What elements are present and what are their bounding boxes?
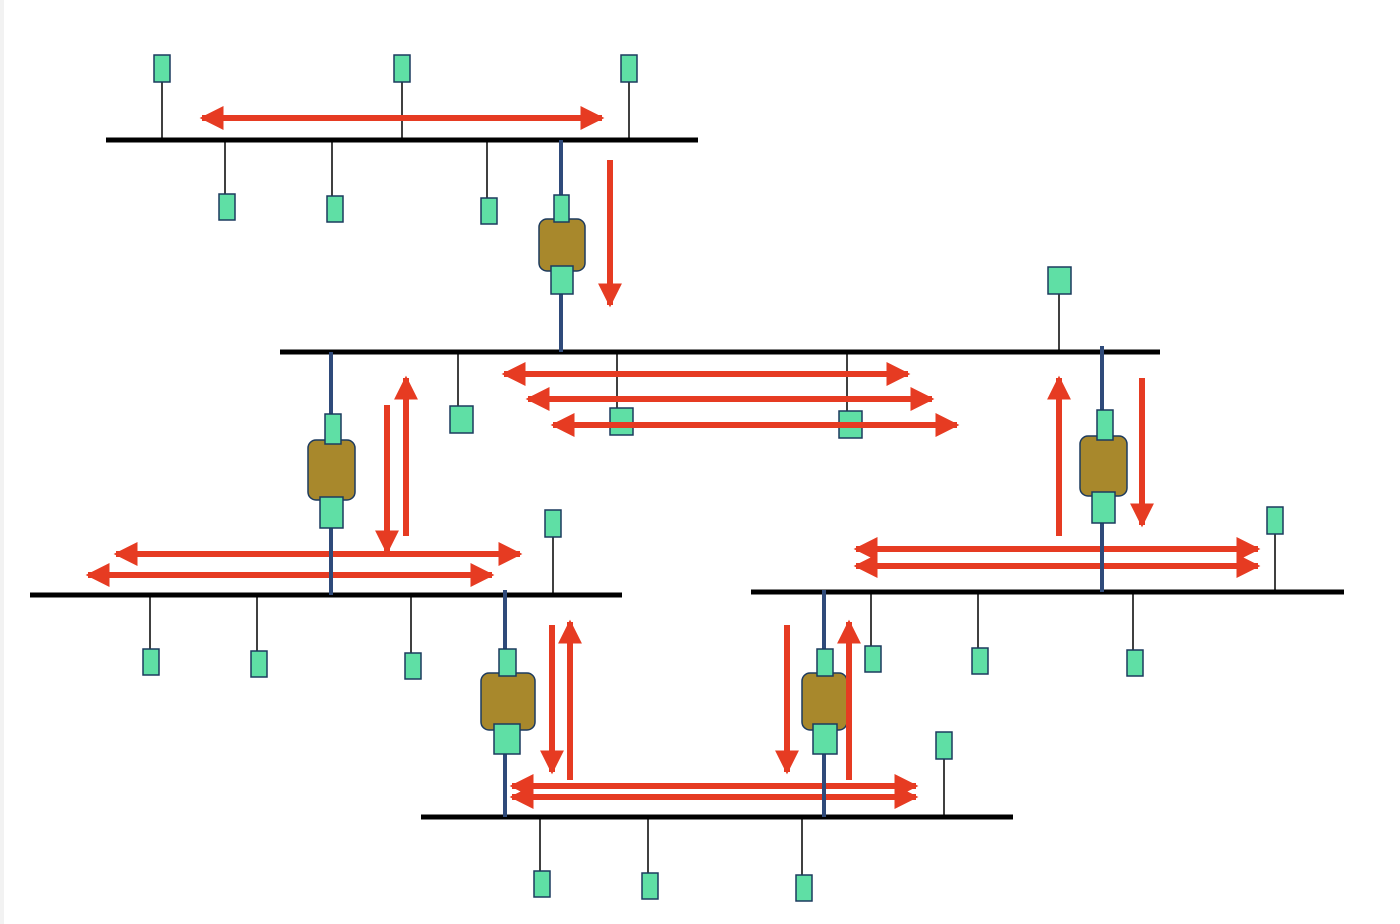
bridge-port-icon xyxy=(493,723,521,755)
bridge-port-icon xyxy=(812,723,838,755)
bridge-left-bottom xyxy=(480,590,582,817)
frame-arrows xyxy=(509,774,919,809)
bridge-middle-left xyxy=(307,352,418,595)
bridge-icon xyxy=(307,439,356,501)
host-stations xyxy=(533,731,953,902)
host-icon xyxy=(620,54,638,83)
host-icon xyxy=(609,407,634,436)
host-stations xyxy=(142,509,562,680)
bridge-icon xyxy=(538,218,586,272)
bridge-port-icon xyxy=(553,194,570,223)
host-icon xyxy=(393,54,411,83)
host-icon xyxy=(153,54,171,83)
bridge-port-icon xyxy=(498,648,517,677)
frame-arrows xyxy=(85,542,523,587)
host-icon xyxy=(1266,506,1284,535)
segment-bottom xyxy=(421,731,1013,902)
bridge-right-bottom xyxy=(775,590,861,817)
bridge-port-icon xyxy=(1096,409,1114,441)
segment-right xyxy=(751,506,1344,677)
segment-top xyxy=(106,54,698,225)
host-stations xyxy=(153,54,638,225)
host-icon xyxy=(544,509,562,538)
frame-arrows xyxy=(501,362,960,437)
host-icon xyxy=(449,405,474,434)
host-stations xyxy=(864,506,1284,677)
host-icon xyxy=(935,731,953,760)
bridge-icon xyxy=(1079,435,1128,497)
host-icon xyxy=(641,872,659,900)
host-icon xyxy=(864,645,882,673)
bridge-port-icon xyxy=(324,413,342,445)
bridge-top-middle xyxy=(538,140,622,352)
host-icon xyxy=(533,870,551,898)
host-icon xyxy=(326,195,344,223)
bridge-port-icon xyxy=(550,265,574,295)
bridge-port-icon xyxy=(816,648,834,677)
bridge-middle-right xyxy=(1047,346,1154,592)
frame-arrows xyxy=(853,537,1261,578)
host-icon xyxy=(142,648,160,676)
host-icon xyxy=(218,193,236,221)
bridge-port-icon xyxy=(319,496,344,529)
segment-left xyxy=(30,509,622,680)
host-icon xyxy=(250,650,268,678)
page-edge xyxy=(0,0,4,924)
bridge-icon xyxy=(480,672,536,731)
host-icon xyxy=(1126,649,1144,677)
host-icon xyxy=(480,197,498,225)
host-icon xyxy=(795,874,813,902)
host-icon xyxy=(1047,266,1072,295)
bridge-port-icon xyxy=(1091,491,1116,524)
host-icon xyxy=(404,652,422,680)
segment-middle xyxy=(280,266,1160,439)
host-icon xyxy=(971,647,989,675)
bridge-icon xyxy=(801,672,848,731)
